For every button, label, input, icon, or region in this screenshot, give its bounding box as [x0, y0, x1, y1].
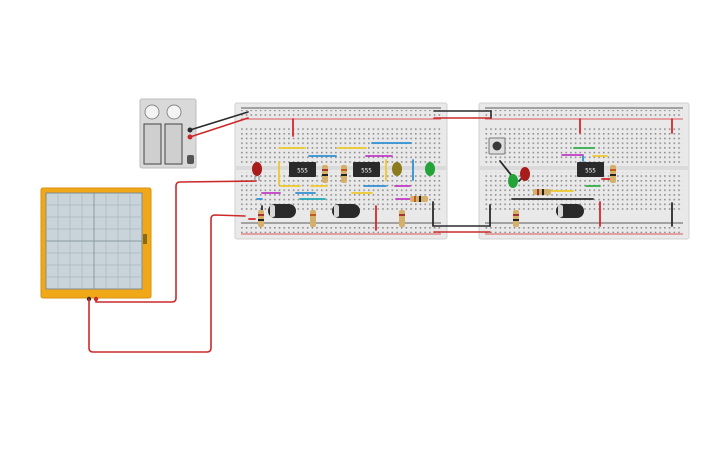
resistor-left-6[interactable] [410, 196, 428, 202]
ic-555-right[interactable]: 555 [577, 162, 604, 177]
resistor-left-3[interactable] [258, 210, 264, 227]
resistor-left-5[interactable] [399, 210, 405, 227]
resistor-left-2[interactable] [341, 165, 347, 183]
battery-switch[interactable] [187, 155, 194, 164]
wire-scope-negative[interactable] [88, 214, 246, 353]
battery-cell-right [164, 123, 183, 165]
ic-555-right-label: 555 [585, 168, 596, 175]
ic-555-middle[interactable]: 555 [353, 162, 380, 177]
resistor-right-2[interactable] [610, 165, 616, 183]
battery-cap-right [166, 104, 182, 120]
wire-bridge-black[interactable] [433, 110, 492, 119]
capacitor-right-1[interactable] [556, 204, 584, 218]
led-green-left[interactable] [425, 162, 435, 176]
oscilloscope-knob[interactable] [143, 234, 147, 244]
led-red-right[interactable] [520, 167, 530, 181]
resistor-right-3[interactable] [513, 210, 519, 227]
wire-battery-red[interactable] [189, 117, 249, 138]
external-wires[interactable] [88, 110, 492, 353]
wire-scope-positive[interactable] [95, 180, 257, 303]
led-yellow-left[interactable] [392, 162, 402, 176]
resistor-right-1[interactable] [533, 189, 551, 195]
battery-cell-left [143, 123, 162, 165]
led-green-right[interactable] [508, 174, 518, 188]
pushbutton[interactable] [488, 137, 506, 155]
battery-pack[interactable] [139, 98, 197, 169]
oscilloscope[interactable] [40, 187, 152, 302]
capacitor-left-1[interactable] [268, 204, 296, 218]
led-red-left[interactable] [252, 162, 262, 181]
capacitor-left-2[interactable] [332, 204, 360, 218]
resistor-left-4[interactable] [310, 210, 316, 227]
ic-555-middle-label: 555 [361, 168, 372, 175]
wire-battery-black[interactable] [189, 111, 249, 131]
ic-555-left-label: 555 [297, 168, 308, 175]
battery-cap-left [144, 104, 160, 120]
ic-555-left[interactable]: 555 [289, 162, 316, 177]
resistor-left-1[interactable] [322, 165, 328, 183]
